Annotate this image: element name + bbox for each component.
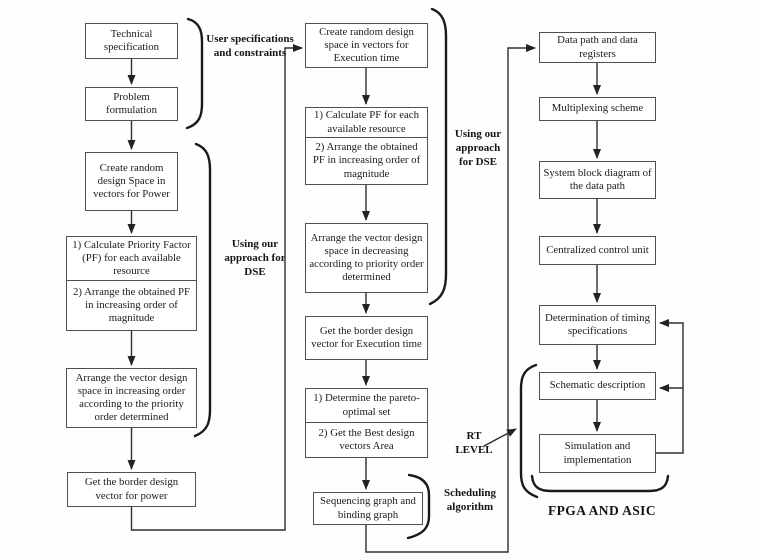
node-arrange-increasing-order: Arrange the vector design space in incre… [66,368,197,428]
node-sequencing-binding-graph: Sequencing graph and binding graph [313,492,423,525]
brace-scheduling-algorithm [406,473,431,540]
node-pareto-optimal: 1) Determine the pareto-optimal set 2) G… [305,388,428,458]
node-border-vector-power: Get the border design vector for power [67,472,196,507]
label-dse-middle: Using our approach for DSE [454,128,502,169]
label-dse-left: Using our approach for DSE [224,238,286,279]
node-technical-specification: Technical specification [85,23,178,59]
node-system-block-diagram: System block diagram of the data path [539,161,656,199]
node-create-random-execution: Create random design space in vectors fo… [305,23,428,68]
label-fpga-and-asic: FPGA AND ASIC [548,503,656,518]
label-rt-level: RT LEVEL [455,430,493,457]
brace-dse-left [193,142,212,438]
arrow-border-power-to-create-execution [130,44,303,531]
cell-determine-pareto: 1) Determine the pareto-optimal set [306,389,427,423]
node-priority-factor-power: 1) Calculate Priority Factor (PF) for ea… [66,236,197,331]
node-problem-formulation: Problem formulation [85,87,178,121]
node-data-path-registers: Data path and data registers [539,32,656,63]
cell-calculate-pf-power: 1) Calculate Priority Factor (PF) for ea… [67,237,196,281]
cell-best-design-vectors: 2) Get the Best design vectors Area [318,426,415,452]
node-centralized-control-unit: Centralized control unit [539,236,656,265]
node-arrange-decreasing-order: Arrange the vector design space in decre… [305,223,428,293]
node-create-random-power: Create random design Space in vectors fo… [85,152,178,211]
brace-fpga-asic [530,474,670,493]
label-scheduling-algorithm: Scheduling algorithm [444,487,496,514]
cell-calculate-pf-execution: 1) Calculate PF for each available resou… [306,108,427,138]
brace-user-specifications [185,17,204,130]
node-timing-specifications: Determination of timing specifications [539,305,656,345]
node-simulation-implementation: Simulation and implementation [539,434,656,473]
node-multiplexing-scheme: Multiplexing scheme [539,97,656,121]
label-user-specifications: User specifications and constraints [206,33,294,60]
brace-dse-middle [428,7,448,306]
cell-arrange-pf-power: 2) Arrange the obtained PF in increasing… [73,285,190,325]
arrow-sequencing-to-data-path [365,44,536,553]
node-border-vector-execution: Get the border design vector for Executi… [305,316,428,360]
brace-rt-level [519,363,539,499]
node-schematic-description: Schematic description [539,372,656,400]
arrow-rt-level-pointer [483,428,517,447]
cell-arrange-pf-execution: 2) Arrange the obtained PF in increasing… [312,141,421,180]
node-priority-factor-execution: 1) Calculate PF for each available resou… [305,107,428,185]
